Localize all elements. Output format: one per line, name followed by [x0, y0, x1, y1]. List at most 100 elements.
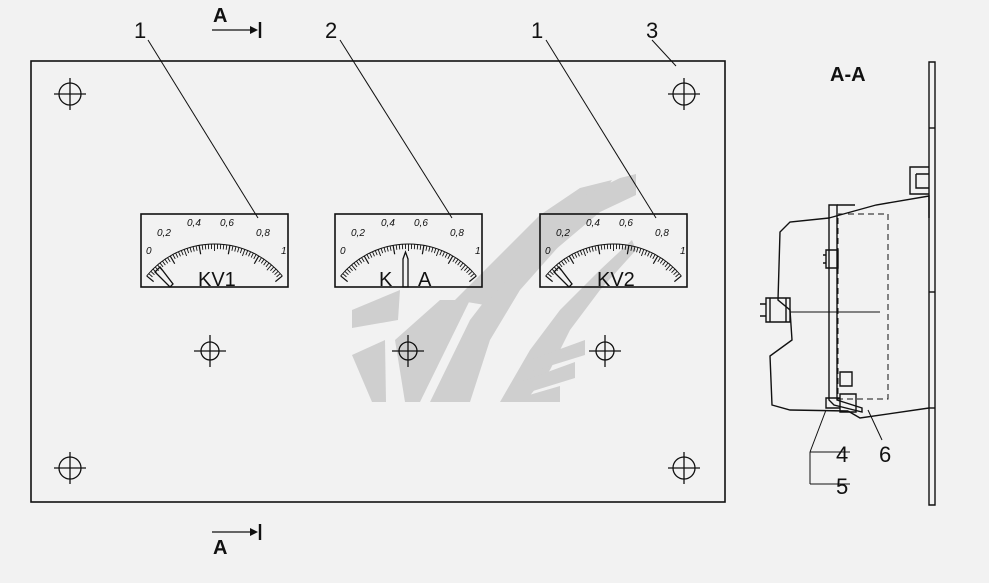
meter-label-left: K	[379, 269, 393, 291]
scale-tick	[354, 263, 357, 267]
callout-1-left: 1	[134, 18, 146, 43]
ammeter-ka: 0 0,2 0,4 0,6 0,8 1 K A	[335, 214, 482, 291]
scale-tick	[422, 245, 424, 254]
scale-tick	[275, 276, 282, 282]
scale-tick	[575, 253, 577, 257]
scale-tick	[460, 263, 463, 267]
scale-tick	[676, 274, 680, 277]
scale-tick	[471, 274, 475, 277]
tick-label-04: 0,4	[187, 218, 201, 229]
tick-label-02: 0,2	[157, 228, 171, 239]
section-marker-bottom: A	[212, 524, 260, 559]
tick-label-08: 0,8	[450, 228, 464, 239]
leader-line-1-left	[148, 40, 258, 218]
scale-tick	[467, 269, 470, 273]
tick-label-06: 0,6	[220, 218, 234, 229]
tick-label-0: 0	[340, 246, 346, 257]
scale-tick	[448, 254, 450, 258]
tick-label-08: 0,8	[256, 228, 270, 239]
scale-tick	[359, 259, 362, 263]
voltmeter-kv1: 0 0,2 0,4 0,6 0,8 1 KV1	[141, 214, 288, 291]
scale-tick	[440, 251, 442, 256]
scale-tick	[205, 244, 206, 249]
scale-tick	[251, 253, 253, 257]
leader-line-3	[652, 40, 676, 66]
section-letter-top: A	[213, 5, 227, 27]
scale-tick	[277, 274, 281, 277]
scale-tick	[181, 251, 183, 256]
scale-tick	[458, 261, 461, 265]
scale-tick	[345, 271, 349, 274]
tick-label-1: 1	[475, 246, 481, 257]
scale-tick	[665, 263, 668, 267]
scale-tick	[147, 276, 154, 282]
scale-tick	[341, 276, 348, 282]
scale-tick	[266, 263, 269, 267]
scale-tick	[165, 259, 168, 263]
scale-tick	[445, 253, 447, 257]
scale-tick	[228, 245, 230, 254]
scale-tick	[275, 271, 279, 274]
scale-tick	[370, 253, 372, 257]
watermark-logo	[352, 174, 636, 402]
scale-tick	[469, 271, 473, 274]
scale-tick	[669, 267, 672, 271]
scale-tick	[372, 252, 374, 257]
scale-tick	[347, 269, 350, 273]
scale-tick	[645, 251, 647, 256]
scale-tick	[249, 252, 251, 257]
scale-tick	[598, 245, 600, 254]
scale-tick	[586, 248, 588, 253]
mounting-hole-top-right	[668, 78, 700, 110]
tick-label-0: 0	[146, 246, 152, 257]
scale-tick	[650, 253, 652, 257]
mounting-hole-bottom-left	[54, 452, 86, 484]
scale-tick	[273, 269, 276, 273]
scale-tick	[672, 269, 675, 273]
terminal-stud-lower	[826, 372, 856, 412]
scale-tick	[434, 248, 436, 253]
scale-tick	[168, 258, 171, 262]
scale-tick	[464, 267, 467, 271]
meter-hole-left	[194, 335, 226, 367]
scale-tick	[559, 263, 562, 267]
scale-tick	[622, 244, 623, 249]
scale-tick	[432, 247, 433, 252]
scale-tick	[387, 247, 388, 252]
tick-label-06: 0,6	[414, 218, 428, 229]
callout-6: 6	[879, 442, 891, 467]
section-letter-bottom: A	[213, 537, 227, 559]
mounting-hole-top-left	[54, 78, 86, 110]
leader-line-2	[340, 40, 452, 218]
meter-label-right: A	[418, 269, 432, 291]
meter-label: KV2	[597, 269, 635, 291]
scale-tick	[674, 271, 678, 274]
callout-4: 4	[836, 442, 848, 467]
scale-tick	[429, 247, 430, 252]
scale-tick	[546, 276, 553, 282]
tick-label-06: 0,6	[619, 218, 633, 229]
scale-tick	[254, 254, 256, 258]
scale-tick	[149, 274, 153, 277]
scale-tick	[674, 276, 681, 282]
scale-tick	[162, 261, 165, 265]
scale-tick	[349, 267, 352, 271]
terminal-stud-mid	[760, 298, 790, 322]
scale-tick	[420, 245, 421, 250]
scale-tick	[242, 249, 244, 256]
scale-tick	[639, 248, 641, 253]
scale-tick	[259, 258, 262, 262]
scale-tick	[550, 271, 554, 274]
scale-tick	[232, 246, 233, 251]
scale-tick	[187, 248, 189, 253]
scale-tick	[226, 245, 227, 250]
scale-tick	[436, 249, 438, 256]
meter-needle	[155, 267, 173, 287]
tick-label-02: 0,2	[351, 228, 365, 239]
section-view-title: A-A	[830, 64, 866, 86]
scale-tick	[356, 261, 359, 265]
meter-label: KV1	[198, 269, 236, 291]
scale-tick	[443, 252, 445, 257]
